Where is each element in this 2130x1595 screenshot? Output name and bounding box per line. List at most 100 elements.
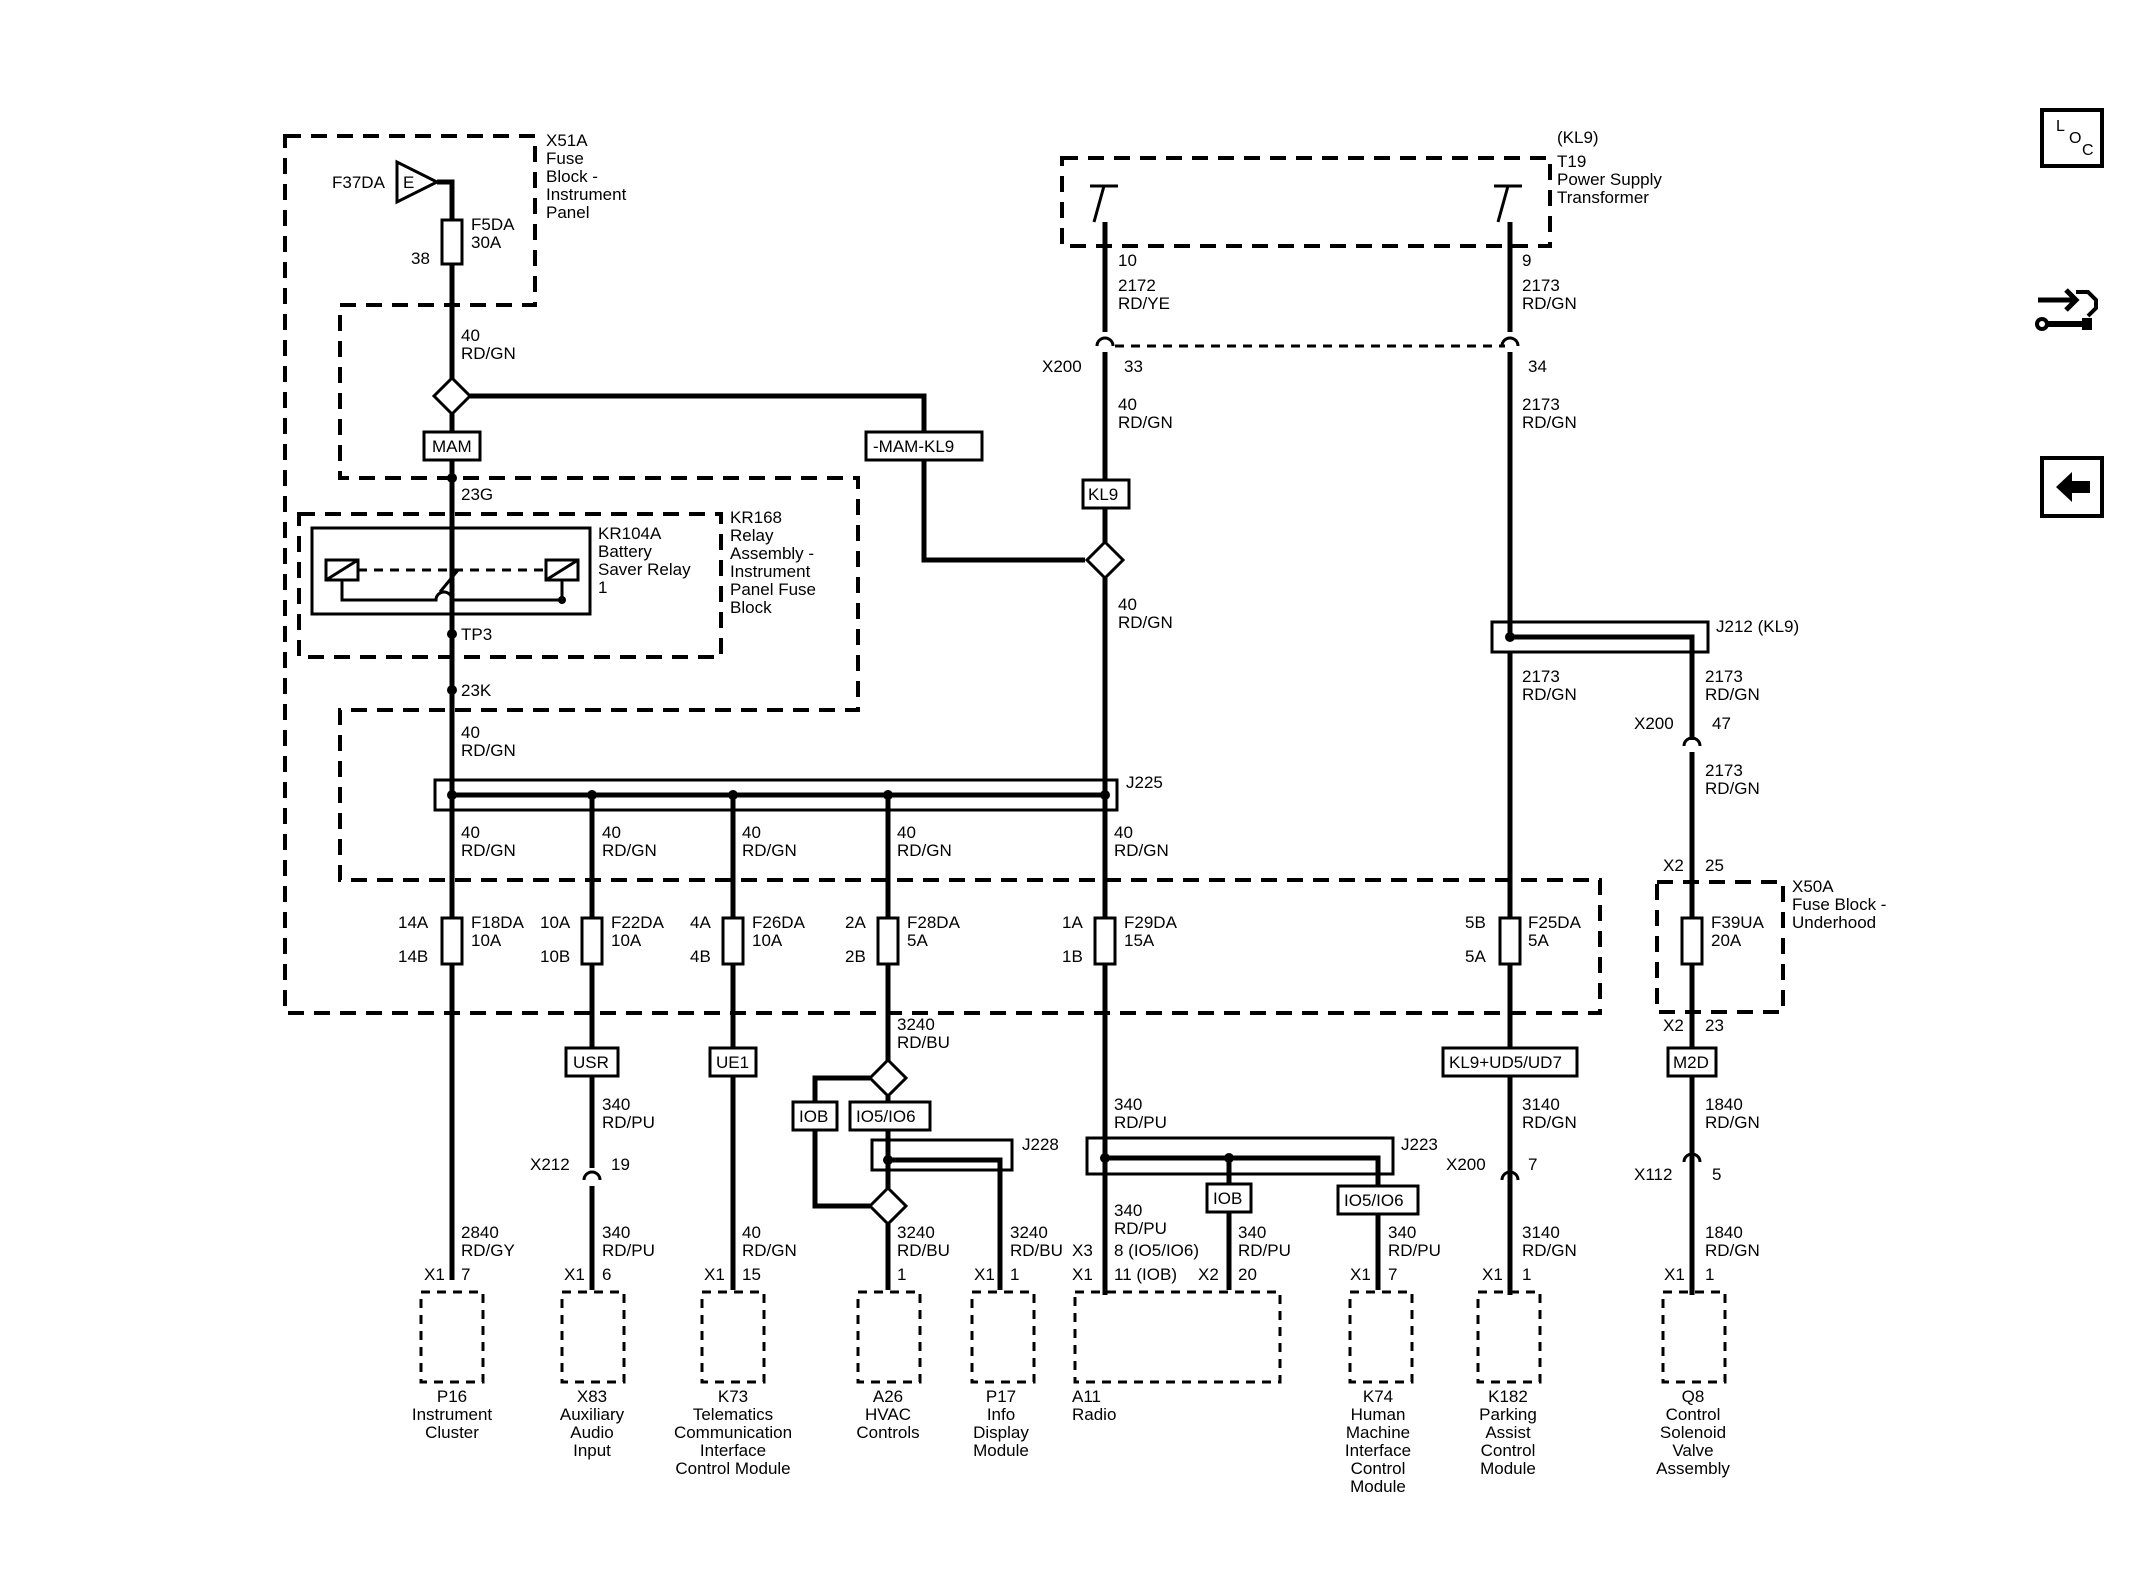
x51a-label: X51A (546, 131, 588, 150)
svg-text:Interface: Interface (1345, 1441, 1411, 1460)
kr104a-desc: Battery (598, 542, 652, 561)
loc-icon[interactable]: L O C (2040, 108, 2104, 168)
mam-kl9-label-box (864, 430, 984, 462)
svg-text:Communication: Communication (674, 1423, 792, 1442)
svg-text:K182: K182 (1488, 1387, 1528, 1406)
module-x83 (560, 1290, 626, 1384)
wire-number: 340 (1114, 1095, 1142, 1114)
pin-7: 7 (1528, 1155, 1537, 1174)
wire-color: RD/GN (1118, 613, 1173, 632)
ue1-label: UE1 (716, 1053, 749, 1072)
svg-text:Interface: Interface (700, 1441, 766, 1460)
wire-number: 2173 (1705, 667, 1743, 686)
module-label-a11: A11 Radio (1072, 1387, 1116, 1424)
svg-text:10A: 10A (752, 931, 783, 950)
svg-text:Control: Control (1481, 1441, 1536, 1460)
x1-label: X1 (1350, 1265, 1371, 1284)
pin-33: 33 (1124, 357, 1143, 376)
kl9-label: KL9 (1088, 485, 1118, 504)
svg-text:4B: 4B (690, 947, 711, 966)
svg-text:Parking: Parking (1479, 1405, 1537, 1424)
svg-text:10A: 10A (540, 913, 571, 932)
x51a-desc: Instrument (546, 185, 627, 204)
wire-color: RD/GN (742, 841, 797, 860)
wire-number: 340 (1238, 1223, 1266, 1242)
module-label-k74: K74 Human Machine Interface Control Modu… (1345, 1387, 1411, 1496)
wire-color: RD/GN (461, 841, 516, 860)
splice-diamond (431, 375, 473, 417)
pin-23g: 23G (461, 485, 493, 504)
fuse-f28da: 2A 2B F28DA 5A (845, 913, 961, 966)
module-label-p16: P16 Instrument Cluster (412, 1387, 493, 1442)
wire-number: 40 (1118, 595, 1137, 614)
wire-number: 2173 (1522, 667, 1560, 686)
x51a-enclosure (283, 134, 1602, 1015)
svg-text:1A: 1A (1062, 913, 1083, 932)
fuse-f18da: 14A 14B F18DA 10A (398, 913, 525, 966)
x51a-desc: Fuse (546, 149, 584, 168)
f5da-fuse (440, 218, 464, 266)
wire-number: 3240 (897, 1015, 935, 1034)
module-label-a26: A26 HVAC Controls (856, 1387, 919, 1442)
x3-label: X3 (1072, 1241, 1093, 1260)
svg-text:10A: 10A (471, 931, 502, 950)
kr168-desc: Instrument (730, 562, 811, 581)
svg-text:A11: A11 (1072, 1387, 1101, 1406)
svg-text:Module: Module (973, 1441, 1029, 1460)
wire-number: 3140 (1522, 1223, 1560, 1242)
wire-number: 340 (602, 1223, 630, 1242)
module-label-p17: P17 Info Display Module (973, 1387, 1029, 1460)
svg-text:Control: Control (1351, 1459, 1406, 1478)
f5da-amp: 30A (471, 233, 502, 252)
svg-text:Instrument: Instrument (412, 1405, 493, 1424)
loc-letter: O (2069, 130, 2082, 147)
svg-text:4A: 4A (690, 913, 711, 932)
svg-text:F18DA: F18DA (471, 913, 525, 932)
svg-text:2A: 2A (845, 913, 866, 932)
wire-color: RD/GN (1705, 1241, 1760, 1260)
svg-text:Radio: Radio (1072, 1405, 1116, 1424)
kr104a-label: KR104A (598, 524, 662, 543)
wire-number: 3140 (1522, 1095, 1560, 1114)
back-arrow-icon[interactable] (2040, 456, 2104, 518)
svg-text:Telematics: Telematics (693, 1405, 773, 1424)
svg-text:K73: K73 (718, 1387, 748, 1406)
svg-text:Control: Control (1666, 1405, 1721, 1424)
usr-label-box (564, 1046, 620, 1078)
kr104a-desc: 1 (598, 578, 607, 597)
f37da-tag: E (403, 173, 414, 192)
svg-text:Module: Module (1480, 1459, 1536, 1478)
svg-text:10B: 10B (540, 947, 570, 966)
wire-color: RD/BU (1010, 1241, 1063, 1260)
kl9-note: (KL9) (1557, 128, 1599, 147)
svg-text:Control Module: Control Module (675, 1459, 790, 1478)
svg-text:X83: X83 (577, 1387, 607, 1406)
svg-text:1B: 1B (1062, 947, 1083, 966)
pin-15: 15 (742, 1265, 761, 1284)
svg-text:Controls: Controls (856, 1423, 919, 1442)
svg-text:Module: Module (1350, 1477, 1406, 1496)
wire-number: 2173 (1522, 276, 1560, 295)
svg-text:Display: Display (973, 1423, 1029, 1442)
wire-number: 1840 (1705, 1095, 1743, 1114)
iob-label: IOB (1213, 1189, 1242, 1208)
connector-wrench-icon[interactable] (2030, 278, 2110, 348)
wire-color: RD/GN (1705, 1113, 1760, 1132)
wire-color: RD/GN (1522, 413, 1577, 432)
svg-text:F26DA: F26DA (752, 913, 806, 932)
pin-1: 1 (1705, 1265, 1714, 1284)
svg-text:A26: A26 (873, 1387, 903, 1406)
x51a-desc: Block - (546, 167, 598, 186)
wire-color: RD/PU (1238, 1241, 1291, 1260)
wire-color: RD/BU (897, 1241, 950, 1260)
module-label-x83: X83 Auxiliary Audio Input (560, 1387, 625, 1460)
f37da-label: F37DA (332, 173, 386, 192)
j212-bus (1490, 620, 1710, 654)
svg-text:15A: 15A (1124, 931, 1155, 950)
x200-label: X200 (1042, 357, 1082, 376)
wire-number: 40 (461, 326, 480, 345)
wire-color: RD/PU (1114, 1219, 1167, 1238)
wire-number: 3240 (897, 1223, 935, 1242)
kl9-label-box (1081, 478, 1131, 510)
svg-text:P16: P16 (437, 1387, 467, 1406)
